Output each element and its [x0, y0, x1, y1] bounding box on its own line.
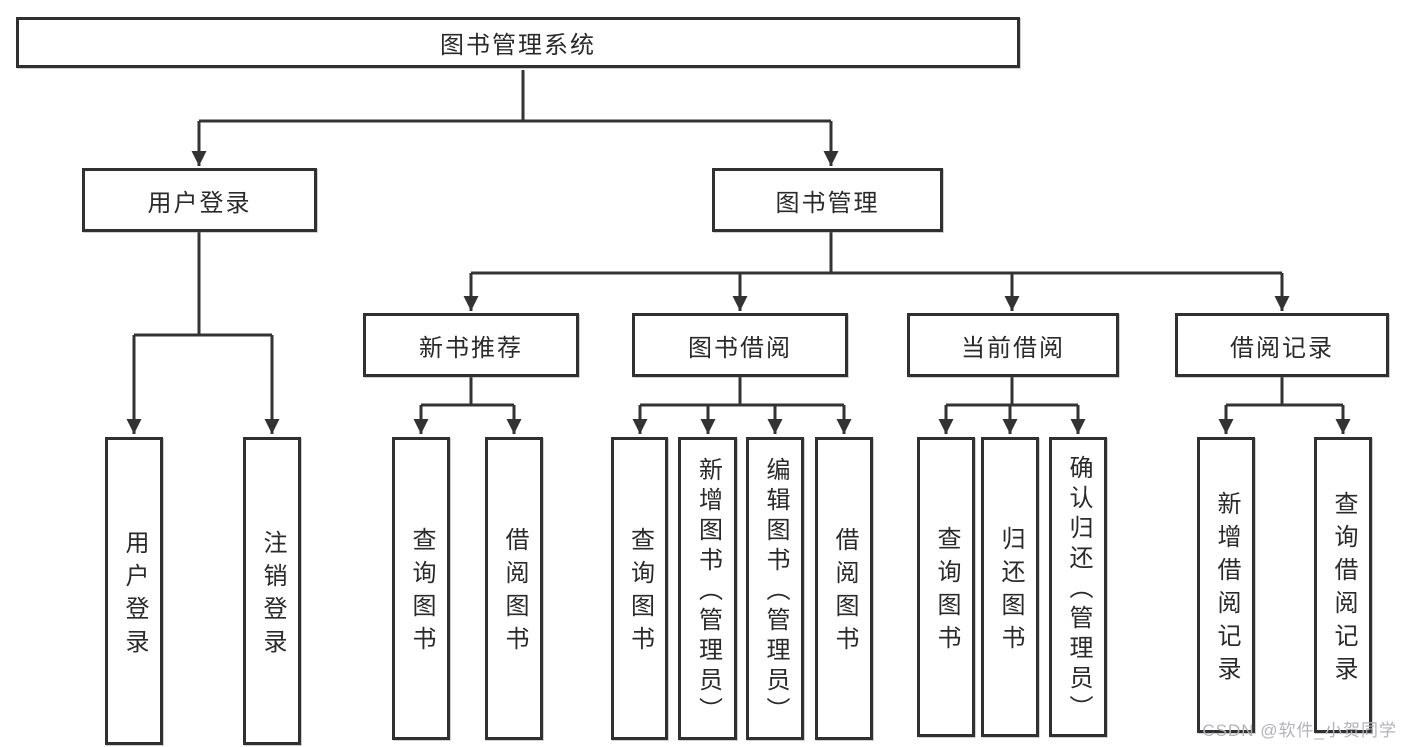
node-current-borrowing: 当前借阅	[907, 313, 1119, 377]
csdn-watermark: CSDN @软件_小贺同学	[1202, 721, 1397, 740]
leaf-query-books: 查询图书	[611, 437, 668, 740]
node-user-login: 用户登录	[82, 168, 317, 232]
leaf-add-book-admin: 新增图书（管理员）	[678, 437, 737, 740]
leaf-borrow-books: 借阅图书	[815, 437, 873, 740]
leaf-label: 查询图书	[933, 525, 960, 658]
leaf-label: 借阅图书	[831, 527, 858, 659]
leaf-borrow-books: 借阅图书	[485, 437, 543, 740]
leaf-label: 用户登录	[121, 529, 148, 662]
leaf-label: 查询借阅记录	[1330, 490, 1357, 689]
leaf-confirm-return-admin: 确认归还（管理员）	[1049, 437, 1107, 737]
leaf-label: 查询图书	[408, 527, 435, 659]
leaf-query-books: 查询图书	[392, 437, 450, 740]
leaf-label: 查询图书	[626, 527, 654, 659]
node-label: 图书借阅	[688, 334, 792, 362]
node-borrow-records: 借阅记录	[1175, 313, 1389, 377]
leaf-label: 新增借阅记录	[1213, 490, 1240, 689]
leaf-add-borrow-record: 新增借阅记录	[1197, 437, 1255, 733]
leaf-label: 编辑图书（管理员）	[762, 456, 789, 727]
node-book-management: 图书管理	[712, 168, 943, 232]
node-label: 图书管理	[775, 189, 880, 217]
node-library-management-system: 图书管理系统	[16, 17, 1020, 68]
node-label: 新书推荐	[419, 334, 523, 362]
leaf-label: 归还图书	[997, 525, 1024, 658]
leaf-label: 新增图书（管理员）	[694, 456, 722, 727]
node-new-book-recommend: 新书推荐	[363, 313, 579, 377]
node-label: 用户登录	[147, 189, 252, 217]
leaf-query-borrow-record: 查询借阅记录	[1314, 437, 1372, 733]
node-label: 借阅记录	[1230, 334, 1334, 362]
leaf-label: 借阅图书	[501, 527, 528, 659]
node-label: 图书管理系统	[440, 32, 596, 59]
leaf-label: 注销登录	[259, 529, 286, 662]
leaf-return-books: 归还图书	[981, 437, 1039, 737]
leaf-edit-book-admin: 编辑图书（管理员）	[746, 437, 804, 740]
leaf-user-login: 用户登录	[105, 437, 163, 745]
leaf-logout-login: 注销登录	[243, 437, 301, 745]
node-label: 当前借阅	[961, 334, 1065, 362]
leaf-label: 确认归还（管理员）	[1065, 455, 1092, 725]
node-book-borrowing: 图书借阅	[632, 313, 848, 377]
leaf-query-books: 查询图书	[917, 437, 975, 737]
